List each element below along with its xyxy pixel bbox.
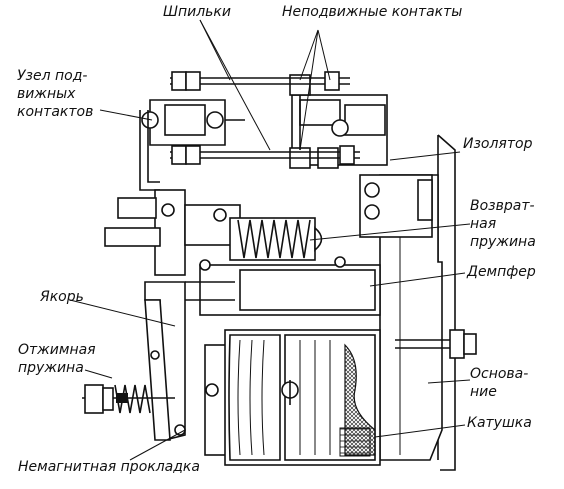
label-return-spring-3: пружина (470, 234, 536, 250)
fixed-contacts (289, 74, 388, 169)
label-fixed-contacts: Неподвижные контакты (282, 4, 463, 20)
moving-contacts (139, 99, 245, 191)
studs (170, 71, 360, 165)
return-spring (229, 217, 323, 261)
label-studs: Шпильки (163, 4, 231, 20)
insulator (359, 174, 433, 238)
base-plate (379, 134, 456, 471)
label-return-spring-2: ная (470, 216, 497, 232)
damper (199, 256, 381, 316)
release-spring (82, 384, 175, 414)
label-moving-contacts-3: контактов (17, 104, 94, 120)
label-moving-contacts-1: Узел под- (17, 68, 88, 84)
label-armature: Якорь (40, 289, 84, 305)
label-base-1: Основа- (470, 366, 529, 382)
label-release-spring-1: Отжимная (18, 342, 96, 358)
label-insulator: Изолятор (463, 136, 533, 152)
leader-lines (69, 19, 471, 461)
label-return-spring-1: Возврат- (470, 198, 535, 214)
label-base-2: ние (470, 384, 497, 400)
label-release-spring-2: пружина (18, 360, 84, 376)
coil (228, 334, 376, 461)
label-nonmagnetic-gasket: Немагнитная прокладка (18, 459, 200, 475)
armature (144, 281, 235, 442)
label-moving-contacts-2: вижных (17, 86, 76, 102)
label-damper: Демпфер (467, 264, 536, 280)
label-coil: Катушка (467, 415, 532, 431)
mounting-bolt (395, 329, 477, 359)
armature-upper (104, 189, 241, 276)
